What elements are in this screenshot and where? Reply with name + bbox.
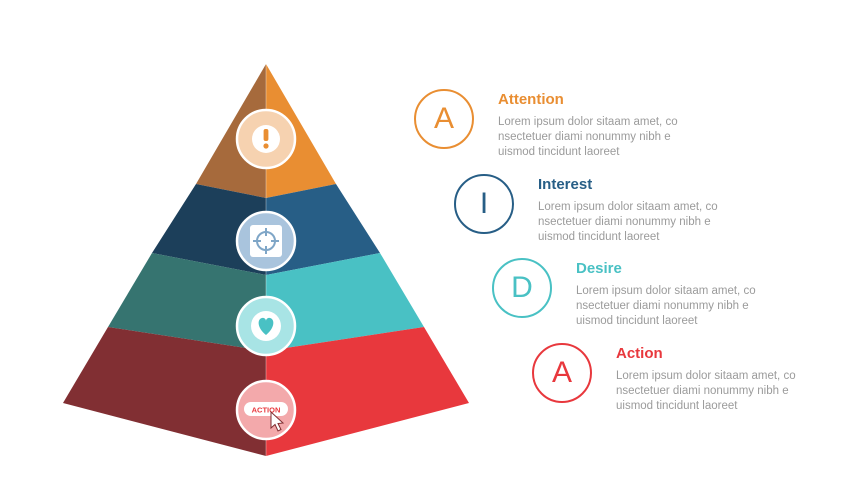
heart-icon <box>251 311 281 341</box>
step-desire-letter-badge: D <box>492 258 552 318</box>
step-attention-title: Attention <box>498 91 564 108</box>
pyramid-level-attention <box>196 64 336 198</box>
action-icon-badge: ACTION <box>235 379 297 441</box>
exclamation-icon <box>252 125 280 153</box>
pyramid-level-action <box>63 327 469 456</box>
step-desire-title: Desire <box>576 260 622 277</box>
action-left-face <box>63 327 266 456</box>
attention-left-face <box>196 64 266 198</box>
interest-left-face <box>152 184 266 275</box>
target-crosshair-icon <box>250 225 282 257</box>
action-icon-label: ACTION <box>252 406 281 415</box>
desire-right-face <box>266 253 424 351</box>
step-attention-body: Lorem ipsum dolor sitaam amet, co nsecte… <box>498 116 678 158</box>
desire-icon-badge <box>235 295 297 357</box>
step-action-letter-badge: A <box>532 343 592 403</box>
step-action-title: Action <box>616 345 663 362</box>
interest-right-face <box>266 184 380 275</box>
step-action-body: Lorem ipsum dolor sitaam amet, co nsecte… <box>616 370 796 412</box>
step-interest-letter-badge: I <box>454 174 514 234</box>
step-attention-letter-badge: A <box>414 89 474 149</box>
attention-right-face <box>266 64 336 198</box>
interest-icon-badge <box>235 210 297 272</box>
step-desire-body: Lorem ipsum dolor sitaam amet, co nsecte… <box>576 285 756 327</box>
pyramid-level-desire <box>108 253 424 351</box>
pyramid-level-interest <box>152 184 380 275</box>
action-right-face <box>266 327 469 456</box>
attention-icon-badge <box>235 108 297 170</box>
step-interest-title: Interest <box>538 176 593 193</box>
step-interest-body: Lorem ipsum dolor sitaam amet, co nsecte… <box>538 201 718 243</box>
desire-left-face <box>108 253 266 351</box>
action-cursor-icon: ACTION <box>244 402 288 432</box>
